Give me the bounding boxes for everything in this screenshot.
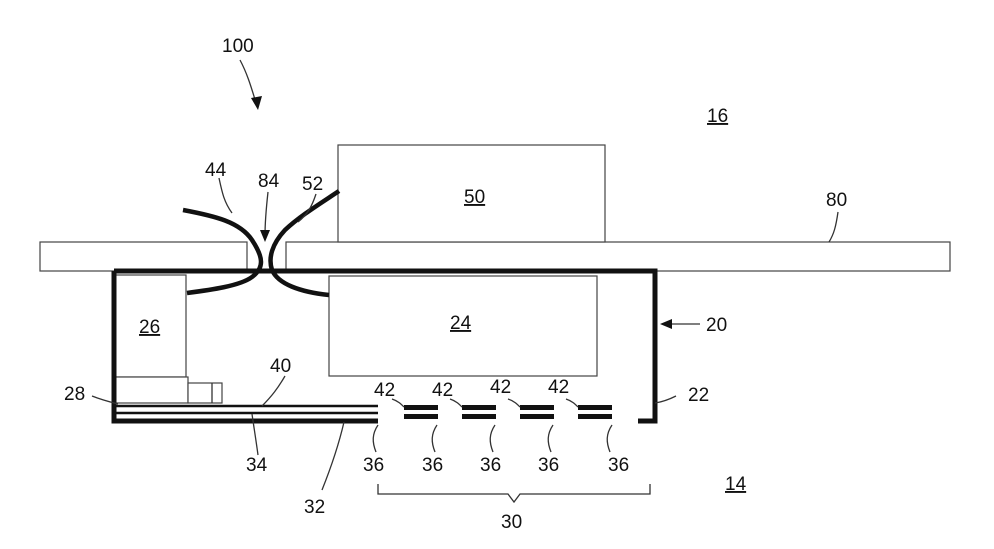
vent-segment-1-bottom <box>404 414 438 419</box>
connector-body <box>114 377 188 403</box>
housing-arrowhead <box>660 319 672 329</box>
label-feedthrough: 84 <box>258 171 280 192</box>
vent-segment-3-bottom <box>520 414 554 419</box>
label-vent-opening-4: 36 <box>538 455 559 476</box>
feedthrough-leader <box>265 192 268 236</box>
label-housing: 20 <box>706 315 727 336</box>
cable-left-leader <box>219 178 232 213</box>
label-vent-segment-3: 42 <box>490 377 511 398</box>
label-cable-right: 52 <box>302 174 323 195</box>
label-vent-segment-1: 42 <box>374 380 395 401</box>
label-side-block: 26 <box>139 317 160 338</box>
vent-opening-leader-1 <box>373 425 378 452</box>
floor-base-leader <box>322 422 344 490</box>
label-inner-region: 14 <box>725 474 747 495</box>
plate-left-segment <box>40 242 247 271</box>
feedthrough-arrowhead <box>260 230 270 242</box>
label-floor-lower: 34 <box>246 455 268 476</box>
vent-segment-leader-3 <box>508 399 520 407</box>
assembly-arrowhead <box>251 96 262 110</box>
vent-opening-leader-3 <box>490 425 495 452</box>
label-end-tab: 22 <box>688 385 709 406</box>
label-assembly: 100 <box>222 36 254 57</box>
label-cable-left: 44 <box>205 160 227 181</box>
label-connector: 28 <box>64 384 85 405</box>
vent-opening-leader-2 <box>432 425 437 452</box>
label-vent-opening-3: 36 <box>480 455 501 476</box>
floor-layer-leader <box>262 376 285 406</box>
label-floor-layer: 40 <box>270 356 291 377</box>
vent-opening-leader-5 <box>607 425 612 452</box>
label-vent-group: 30 <box>501 512 522 533</box>
label-plate: 80 <box>826 190 847 211</box>
label-vent-opening-2: 36 <box>422 455 443 476</box>
vent-segments <box>404 405 612 419</box>
vent-segment-2-top <box>462 405 496 410</box>
label-bottom-module: 24 <box>450 313 472 334</box>
label-vent-opening-1: 36 <box>363 455 384 476</box>
vent-segment-4-bottom <box>578 414 612 419</box>
connector-plug <box>188 383 222 403</box>
vent-segment-leader-4 <box>566 399 578 407</box>
vent-group-bracket <box>378 484 650 502</box>
end-tab-leader <box>655 396 676 403</box>
vent-segment-1-top <box>404 405 438 410</box>
label-vent-segment-4: 42 <box>548 377 569 398</box>
plate-right-segment <box>286 242 950 271</box>
label-vent-opening-5: 36 <box>608 455 629 476</box>
label-vent-segment-2: 42 <box>432 380 453 401</box>
label-floor-base: 32 <box>304 497 325 518</box>
plate-leader <box>829 212 838 242</box>
label-outer-region: 16 <box>707 106 728 127</box>
vent-segment-2-bottom <box>462 414 496 419</box>
vent-opening-leader-4 <box>548 425 553 452</box>
vent-segment-4-top <box>578 405 612 410</box>
vent-segment-3-top <box>520 405 554 410</box>
label-top-module: 50 <box>464 187 485 208</box>
